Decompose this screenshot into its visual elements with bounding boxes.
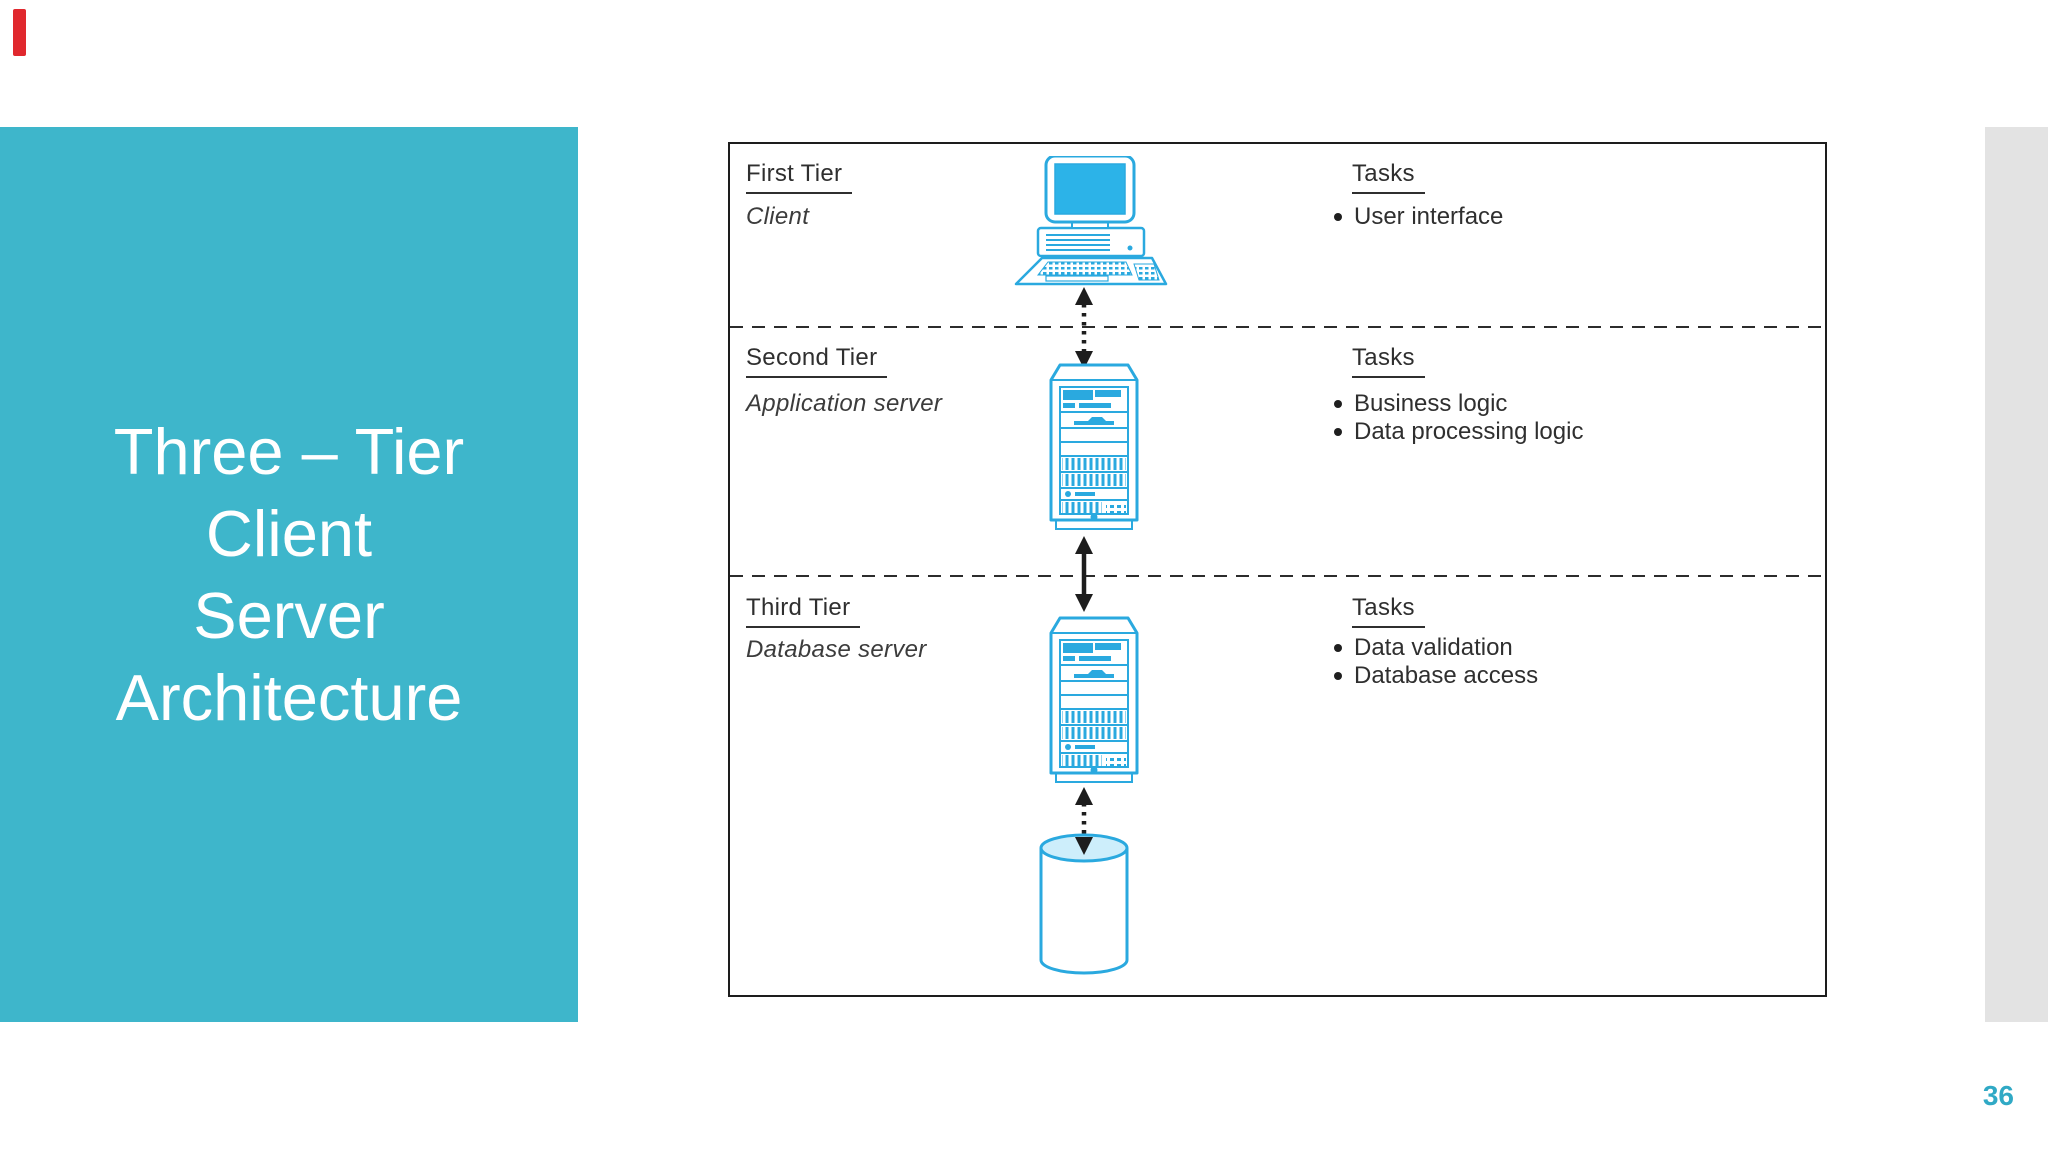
tier-third-label: Third Tier bbox=[746, 594, 861, 628]
tier-divider-1 bbox=[730, 326, 1825, 328]
task-item: Database access bbox=[1334, 662, 1538, 690]
title-line-3: Server bbox=[193, 578, 385, 652]
arrow-dbserver-database-icon bbox=[1075, 787, 1093, 855]
title-line-1: Three – Tier bbox=[113, 414, 465, 488]
task-item: Data validation bbox=[1334, 634, 1513, 662]
application-server-icon bbox=[1046, 360, 1142, 534]
title-line-4: Architecture bbox=[115, 660, 463, 734]
tier-second-tasks-heading: Tasks bbox=[1352, 344, 1425, 378]
task-item: Data processing logic bbox=[1334, 418, 1583, 446]
title-panel: Three – Tier Client Server Architecture bbox=[0, 127, 578, 1022]
bullet-icon bbox=[1334, 400, 1342, 408]
title-line-2: Client bbox=[205, 496, 373, 570]
three-tier-diagram: First Tier Client Tasks User interface S… bbox=[728, 142, 1827, 997]
bullet-icon bbox=[1334, 644, 1342, 652]
top-left-red-marker bbox=[13, 9, 26, 56]
tier-third-role: Database server bbox=[746, 636, 927, 663]
tier-first-tasks-heading: Tasks bbox=[1352, 160, 1425, 194]
task-item: Business logic bbox=[1334, 390, 1507, 418]
task-item: User interface bbox=[1334, 203, 1503, 231]
tier-second-label: Second Tier bbox=[746, 344, 888, 378]
task-text: User interface bbox=[1354, 203, 1504, 230]
arrow-client-appserver-icon bbox=[1075, 287, 1093, 369]
task-text: Database access bbox=[1354, 662, 1539, 689]
arrow-appserver-dbserver-icon bbox=[1075, 536, 1093, 612]
page-number: 36 bbox=[1982, 1080, 2014, 1111]
task-text: Data processing logic bbox=[1354, 418, 1584, 445]
bullet-icon bbox=[1334, 428, 1342, 436]
task-text: Business logic bbox=[1354, 390, 1508, 417]
right-gray-strip bbox=[1985, 127, 2048, 1022]
tier-divider-2 bbox=[730, 575, 1825, 577]
bullet-icon bbox=[1334, 213, 1342, 221]
database-server-icon bbox=[1046, 613, 1142, 787]
tier-second-role: Application server bbox=[746, 390, 943, 417]
tier-third-tasks-heading: Tasks bbox=[1352, 594, 1425, 628]
desktop-computer-icon bbox=[1012, 156, 1172, 288]
slide-title: Three – Tier Client Server Architecture bbox=[114, 411, 464, 739]
tier-first-label: First Tier bbox=[746, 160, 853, 194]
bullet-icon bbox=[1334, 672, 1342, 680]
task-text: Data validation bbox=[1354, 634, 1513, 661]
tier-first-role: Client bbox=[746, 203, 810, 230]
